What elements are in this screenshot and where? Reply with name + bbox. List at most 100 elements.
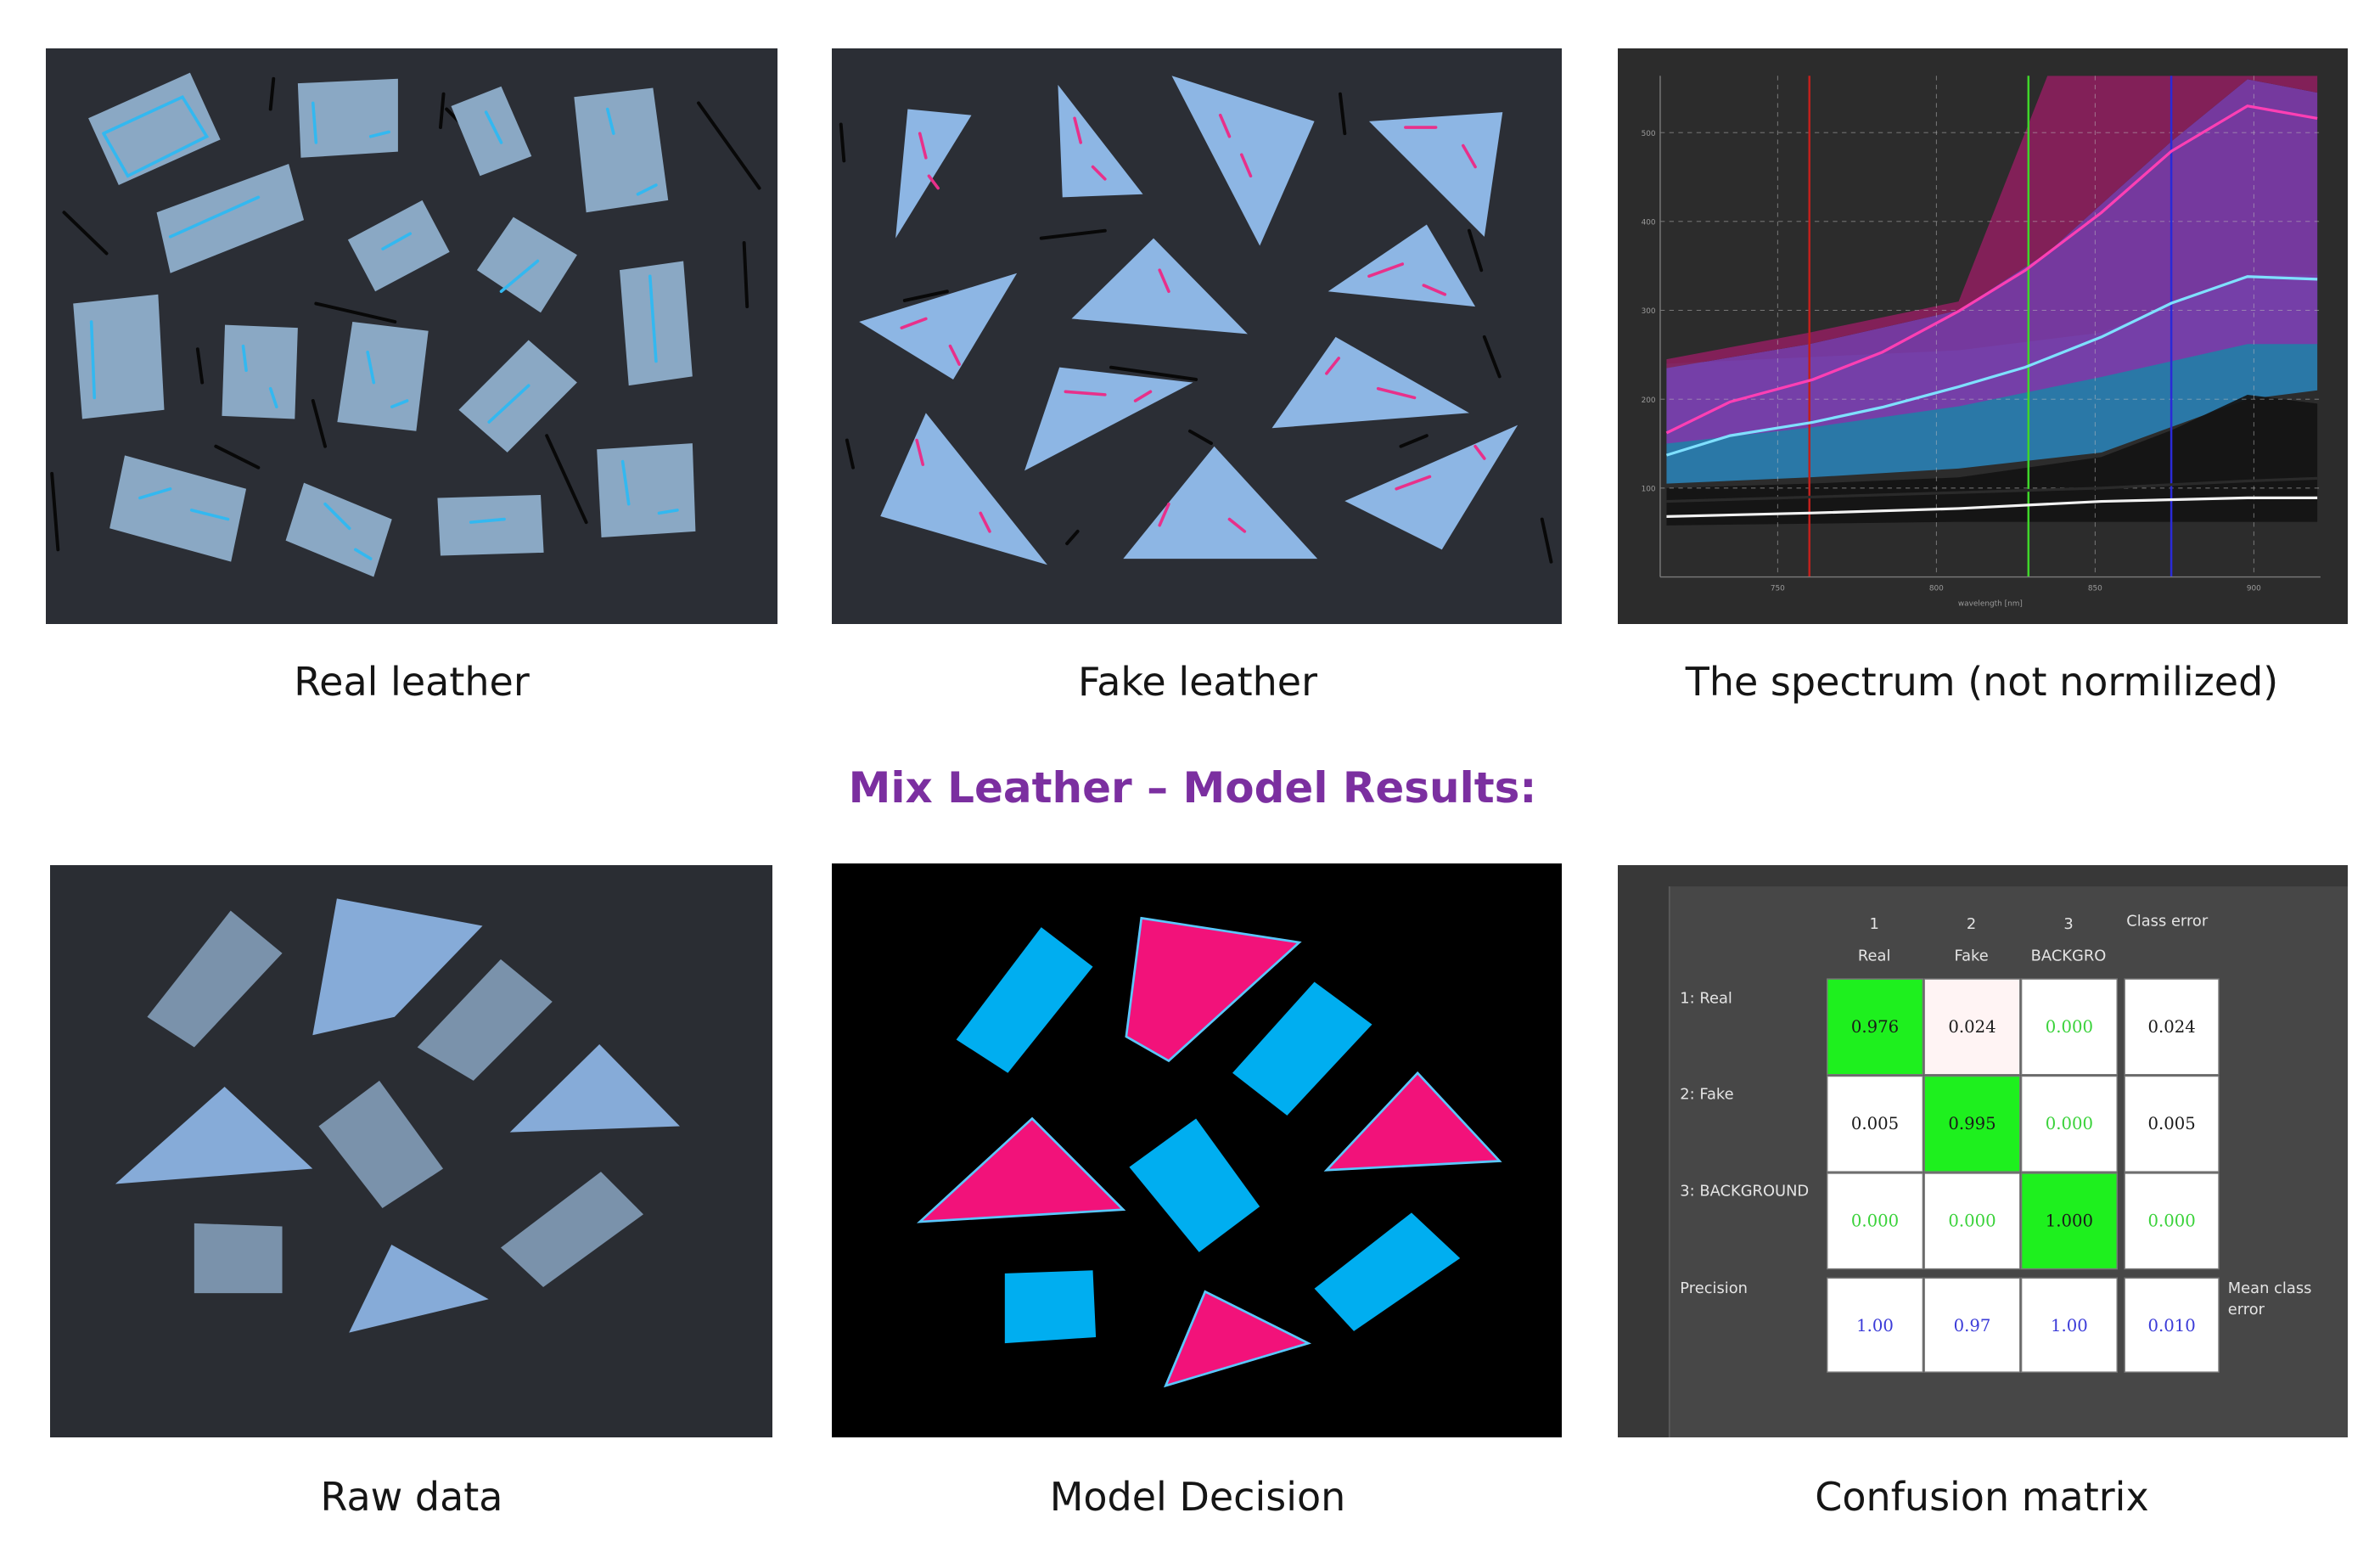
raw-piece-triangle [312,898,483,1036]
raw-piece-triangle [509,1043,680,1133]
real-leather-piece [347,200,450,292]
fake-leather-wires [839,92,1553,564]
real-leather-markings [89,94,679,560]
x-tick-label: 800 [1929,585,1944,593]
caption-real-leather: Real leather [294,659,530,705]
real-leather-piece [297,78,398,158]
value-fake-fake: 0.995 [1948,1114,1995,1133]
predicted-real-piece [1232,981,1372,1116]
caption-fake-leather: Fake leather [1077,659,1318,705]
predicted-fake-piece [917,1116,1126,1223]
row-label-precision: Precision [1680,1279,1748,1297]
real-leather-piece [620,261,693,386]
col-name-real: Real [1858,948,1891,965]
cell-precision-real [1827,1277,1924,1373]
fake-leather-markings [900,113,1486,533]
cell-background-fake [1923,1172,2021,1270]
x-tick-label: 750 [1771,585,1785,593]
predicted-fake-piece [1323,1071,1502,1172]
col-number-2: 2 [1967,915,1976,933]
fake-leather-piece [1123,446,1318,560]
col-number-3: 3 [2063,915,2073,933]
value-background-fake: 0.000 [1948,1212,1995,1231]
fake-leather-image [832,48,1562,624]
raw-piece-rectangle [318,1080,444,1209]
spectrum-line [1665,275,2318,457]
value-precision-fake: 0.97 [1954,1316,1991,1336]
row-label-real: 1: Real [1680,990,1732,1008]
col-name-background: BACKGRO [2031,948,2107,965]
value-real-class-error: 0.024 [2147,1017,2195,1037]
spectrum-series [1665,104,2318,518]
mean-class-error-label: Mean class [2228,1279,2312,1297]
confusion-matrix: 1 2 3 Class error Real Fake BACKGRO 1: R… [1618,865,2348,1437]
fake-leather-piece [880,413,1047,565]
raw-piece-rectangle [147,910,283,1048]
x-tick-label: 850 [2088,585,2102,593]
cell-fake-background [2020,1075,2118,1172]
value-precision-background: 1.00 [2051,1316,2088,1336]
raw-data-image [50,865,772,1437]
cell-fake-fake [1923,1075,2021,1172]
cell-background-background [2020,1172,2118,1270]
spectrum-line [1665,104,2318,435]
cell-fake-real [1827,1075,1924,1172]
value-fake-class-error: 0.005 [2147,1114,2195,1133]
cell-real-real [1827,978,1924,1076]
class-error-header: Class error [2126,913,2209,931]
cell-precision-fake [1923,1277,2021,1373]
col-number-1: 1 [1869,915,1878,933]
value-real-real: 0.976 [1851,1017,1899,1037]
real-leather-piece [337,322,429,431]
predicted-real-piece [956,927,1093,1073]
predicted-real-piece [1314,1212,1461,1331]
predicted-real-piece [1004,1270,1097,1344]
cell-fake-class-error [2124,1075,2220,1172]
fake-leather-piece [1368,112,1503,237]
fake-leather-piece [1058,84,1143,198]
real-leather-piece [109,455,247,562]
y-tick-label: 500 [1642,130,1656,138]
model-decision-image [832,863,1562,1437]
spectrum-line [1666,476,2318,503]
row-label-background: 3: BACKGROUND [1680,1183,1809,1201]
spectrum-band [1666,394,2318,526]
section-title: Mix Leather – Model Results: [848,763,1537,813]
value-background-background: 1.000 [2046,1212,2093,1231]
cell-real-fake [1923,978,2021,1076]
cell-real-background [2020,978,2118,1076]
y-tick-label: 200 [1642,396,1656,405]
real-leather-pieces [73,72,696,577]
fake-leather-piece [1071,238,1248,335]
predicted-fake-piece [1164,1290,1312,1388]
real-leather-piece [222,324,298,419]
cell-precision-background [2020,1277,2118,1373]
caption-spectrum: The spectrum (not normilized) [1685,659,2279,705]
real-leather-piece [285,482,392,577]
predicted-fake-piece [1125,916,1302,1063]
raw-piece-rectangle [417,959,553,1081]
real-leather-piece [437,494,544,556]
real-leather-piece [73,294,165,419]
value-fake-background: 0.000 [2046,1114,2093,1133]
value-mean-class-error: 0.010 [2147,1316,2195,1336]
caption-confusion-matrix: Confusion matrix [1815,1474,2149,1520]
fake-leather-piece [895,109,972,239]
model-decision-pieces [917,916,1502,1388]
caption-raw-data: Raw data [320,1474,503,1520]
predicted-real-piece [1129,1118,1260,1252]
real-leather-piece [476,216,577,313]
y-tick-label: 400 [1642,218,1656,227]
fake-leather-piece [1344,425,1518,550]
value-fake-real: 0.005 [1851,1114,1899,1133]
col-name-fake: Fake [1954,948,1988,965]
raw-piece-rectangle [194,1223,283,1294]
x-axis-label: wavelength [nm] [1958,600,2023,609]
cell-mean-class-error [2124,1277,2220,1373]
cell-background-class-error [2124,1172,2220,1270]
spectrum-grid [1659,76,2321,577]
y-tick-label: 300 [1642,307,1656,316]
spectrum-bands [1666,76,2318,526]
